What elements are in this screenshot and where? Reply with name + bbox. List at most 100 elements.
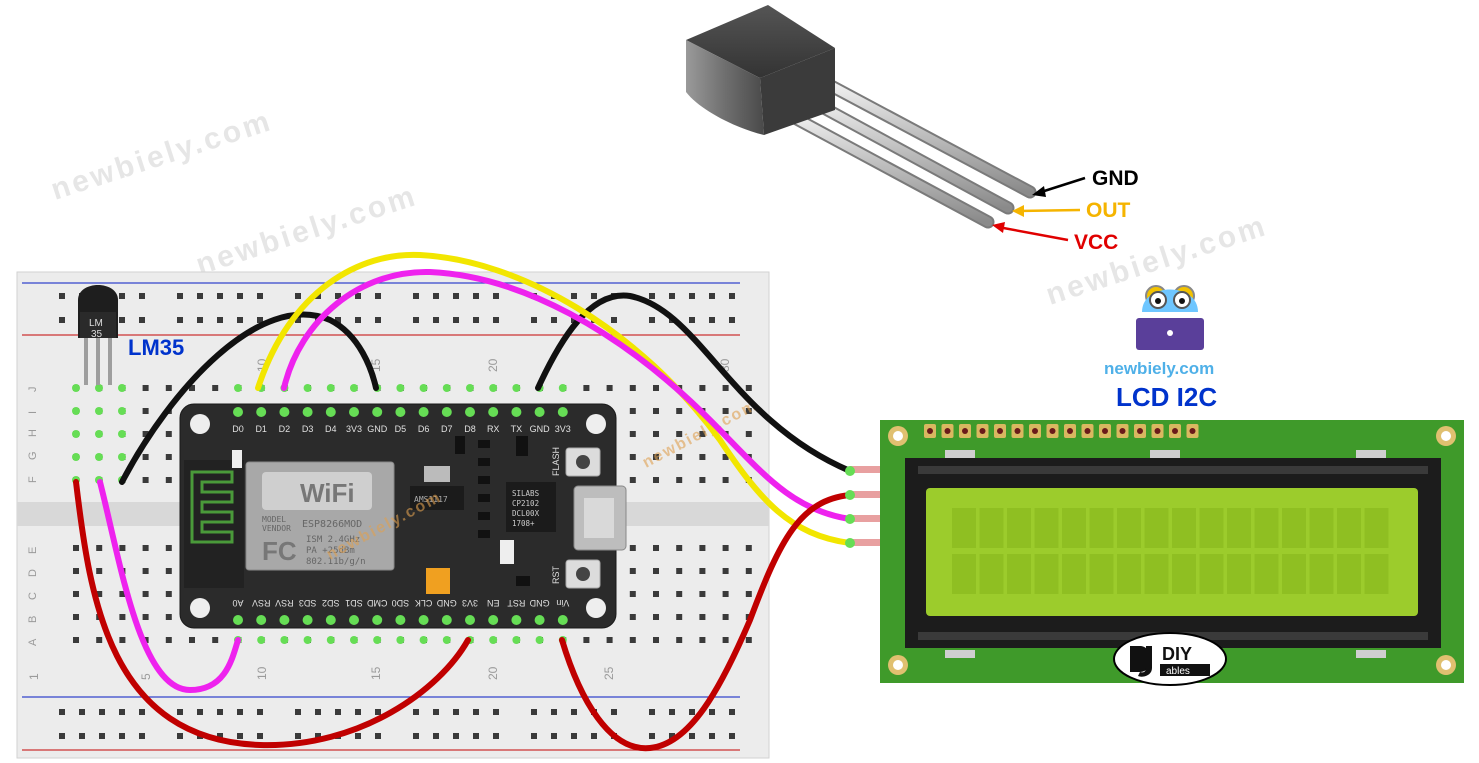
board-pin <box>441 615 452 625</box>
wifi-logo: WiFi <box>300 478 355 508</box>
lcd-cell <box>1227 508 1251 548</box>
rail-hole <box>237 317 243 323</box>
breadboard-hole <box>119 614 126 620</box>
breadboard-hole <box>653 454 659 460</box>
rail-hole <box>551 709 557 715</box>
rail-hole <box>197 709 203 715</box>
wire-scl-yellow <box>255 251 853 546</box>
breadboard-hole <box>699 568 706 574</box>
active-hole <box>95 384 103 392</box>
module-spec-line: 802.11b/g/n <box>306 557 366 567</box>
fcc-logo: FC <box>262 536 297 566</box>
rail-hole <box>433 709 439 715</box>
wire-lm35-out <box>97 479 241 694</box>
rail-hole <box>709 709 715 715</box>
breadboard-hole <box>676 477 683 483</box>
active-hole <box>257 636 266 644</box>
breadboard-hole <box>119 545 126 551</box>
rail-hole <box>729 317 735 323</box>
breadboard-hole <box>165 591 172 597</box>
lm35-sensor: LM 35 <box>78 285 118 385</box>
lcd-pad-hole <box>1154 428 1161 434</box>
breadboard-hole <box>629 454 636 460</box>
rail-hole <box>99 733 105 739</box>
active-hole <box>558 384 567 392</box>
rail-hole <box>119 733 125 739</box>
board-pin <box>441 407 452 417</box>
breadboard-hole <box>722 454 729 460</box>
rail-hole <box>335 293 341 299</box>
active-hole <box>419 384 428 392</box>
row-letter: H <box>27 429 39 437</box>
breadboard-hole <box>165 431 172 437</box>
active-hole <box>234 384 242 392</box>
breadboard-hole <box>212 637 219 643</box>
pin-label: D2 <box>279 424 291 434</box>
lcd-cell <box>1144 508 1169 548</box>
breadboard-hole <box>653 477 659 483</box>
pin-label: D5 <box>395 424 407 434</box>
rail-hole <box>119 293 125 299</box>
board-pin <box>349 615 359 625</box>
board-pin <box>488 407 499 417</box>
lm35-closeup-round-face <box>686 40 764 135</box>
board-pin <box>488 615 499 625</box>
column-number: 20 <box>486 358 500 372</box>
chip-label-line: CP2102 <box>512 499 539 508</box>
breadboard-hole <box>745 591 752 597</box>
board-pin <box>256 615 267 625</box>
board-pin <box>256 407 267 417</box>
rail-hole <box>729 709 735 715</box>
rail-hole <box>237 733 243 739</box>
active-hole <box>95 453 103 461</box>
rail-hole <box>473 709 479 715</box>
wire-sda-magenta <box>281 268 853 522</box>
rst-label: RST <box>551 565 561 584</box>
lcd-cell <box>1034 554 1059 594</box>
module-vendor-line: VENDOR <box>262 524 291 533</box>
lcd-pad-hole <box>1102 428 1108 434</box>
breadboard-hole <box>653 568 659 574</box>
rail-hole <box>571 733 577 739</box>
logo-text: newbiely.com <box>1104 359 1214 378</box>
rail-hole <box>139 293 145 299</box>
pin-label: D3 <box>302 424 314 434</box>
breadboard-hole <box>165 454 172 460</box>
board-pin <box>534 407 545 417</box>
wire-lm35-vcc <box>73 479 471 749</box>
lcd-cell <box>1227 554 1251 594</box>
rail-hole <box>375 317 381 323</box>
rail-hole <box>335 317 341 323</box>
column-number: 10 <box>255 666 269 680</box>
pin-label: SD1 <box>345 598 363 608</box>
rail-hole <box>335 709 341 715</box>
pin-label: Vin <box>556 598 569 608</box>
rail-hole <box>611 709 617 715</box>
rail-hole <box>669 709 675 715</box>
rail-hole <box>315 709 321 715</box>
breadboard-hole <box>629 568 636 574</box>
lcd-i2c-module: DIY ables <box>850 420 1464 686</box>
rail-hole <box>315 733 321 739</box>
breadboard-hole <box>583 385 590 391</box>
lcd-pad-hole <box>1137 428 1143 434</box>
pin-label: SD2 <box>322 598 340 608</box>
active-hole <box>118 384 126 392</box>
breadboard-hole <box>745 431 752 437</box>
active-hole <box>512 384 521 392</box>
pin-label: 3V3 <box>462 598 478 608</box>
board-pin <box>302 407 313 417</box>
column-number: 15 <box>369 666 383 680</box>
board-pin <box>557 615 568 625</box>
row-letter: C <box>27 592 39 600</box>
board-pin <box>557 407 568 417</box>
active-hole <box>419 636 428 644</box>
lcd-pad-hole <box>1172 428 1178 434</box>
rail-hole <box>177 293 183 299</box>
rail-hole <box>709 293 715 299</box>
board-pin <box>511 615 522 625</box>
lcd-cell <box>1172 508 1196 548</box>
lcd-pad-hole <box>979 428 986 434</box>
rail-hole <box>177 733 183 739</box>
